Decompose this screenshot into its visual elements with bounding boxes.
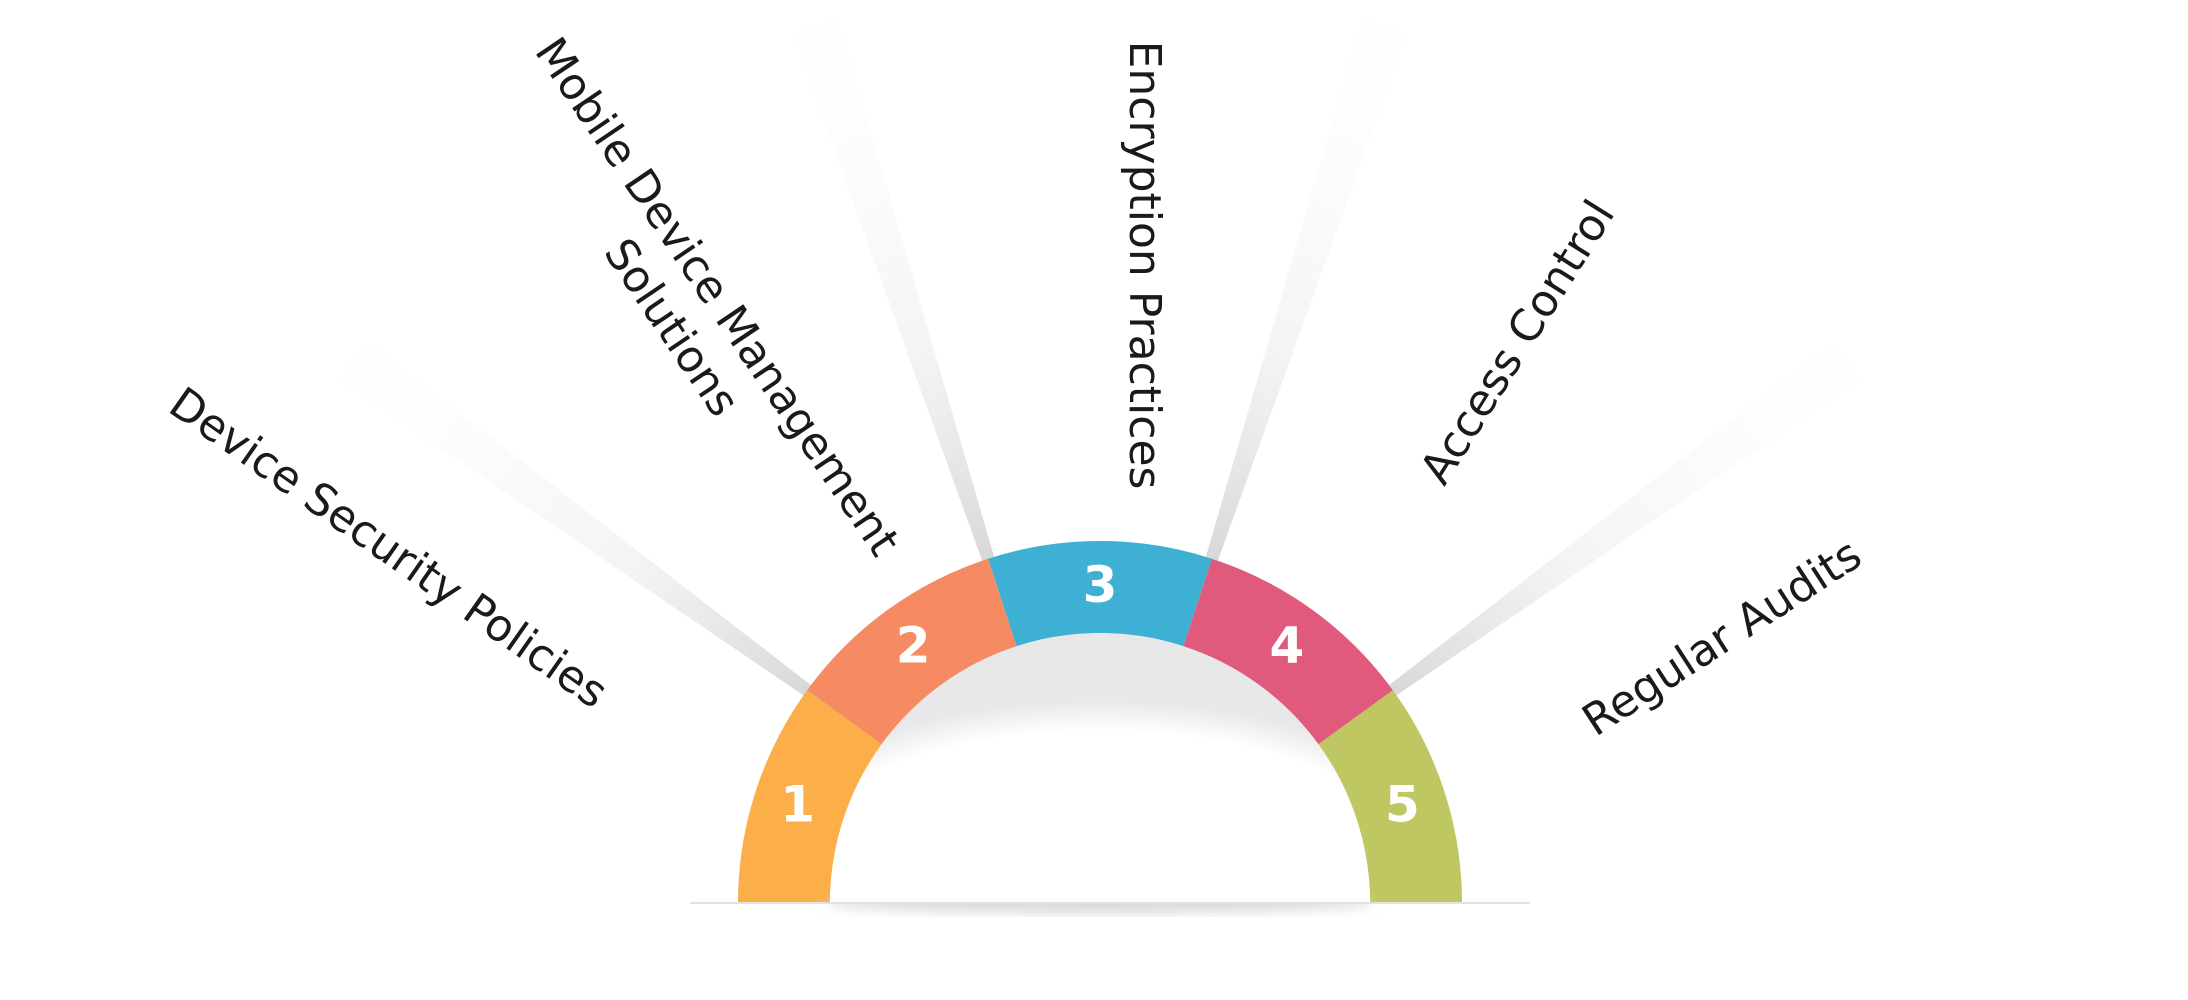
divider-beam-3 (1203, 0, 1432, 571)
ring-segment-4 (1183, 558, 1393, 745)
ring-segment-5 (1318, 690, 1462, 903)
step-number-1: 1 (780, 776, 815, 834)
step-number-4: 4 (1270, 617, 1305, 675)
divider-beam-shape (282, 298, 819, 701)
divider-beam-1 (282, 298, 819, 701)
step-label-4: Access Control (1410, 192, 1625, 494)
divider-shadow-beams (282, 0, 1918, 701)
ring-segment-3 (988, 541, 1212, 647)
divider-beam-shape (1381, 298, 1918, 701)
step-label-1: Device Security Policies (160, 378, 617, 719)
divider-beam-shape (768, 0, 997, 571)
step-label-line: Device Security Policies (160, 378, 617, 719)
divider-beam-2 (768, 0, 997, 571)
step-label-5: Regular Audits (1574, 529, 1871, 747)
inner-half-disc (830, 633, 1370, 903)
step-label-line: Access Control (1410, 192, 1625, 494)
divider-beam-shape (1203, 0, 1432, 571)
ring-segment-2 (807, 558, 1017, 745)
step-number-3: 3 (1083, 556, 1118, 614)
step-label-3: Encryption Practices (1119, 41, 1170, 490)
ring-segment-1 (738, 690, 882, 903)
step-label-line: Encryption Practices (1119, 41, 1170, 490)
ring-segments (738, 541, 1462, 903)
step-number-2: 2 (896, 617, 931, 675)
step-label-line: Regular Audits (1574, 529, 1871, 747)
divider-beam-4 (1381, 298, 1918, 701)
step-number-5: 5 (1385, 776, 1420, 834)
step-numbers: 1 2 3 4 5 (780, 556, 1420, 834)
